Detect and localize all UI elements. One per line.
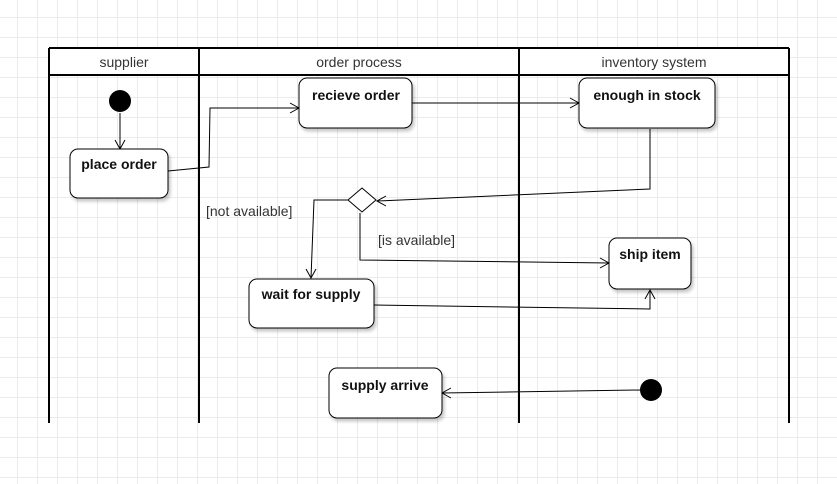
- edge-decision-to-ship-item: [359, 213, 610, 264]
- action-label-enough-in-stock: enough in stock: [593, 87, 701, 103]
- swimlane-pool: supplier order process inventory system: [48, 47, 790, 423]
- guard-label-is-available: [is available]: [378, 232, 455, 248]
- action-enough-in-stock[interactable]: enough in stock: [578, 77, 716, 129]
- action-label-wait-for-supply: wait for supply: [261, 286, 361, 302]
- edge-wait-for-supply-to-ship-item: [373, 290, 651, 310]
- action-label-recieve-order: recieve order: [312, 87, 400, 103]
- edge-enough-in-stock-to-decision: [376, 129, 651, 202]
- action-ship-item[interactable]: ship item: [608, 237, 692, 290]
- arrowhead-to-decision: [375, 195, 387, 207]
- guard-label-not-available: [not available]: [206, 203, 292, 219]
- activity-final-node[interactable]: [640, 379, 662, 401]
- action-wait-for-supply[interactable]: wait for supply: [248, 278, 375, 329]
- edge-decision-to-wait-for-supply: [310, 199, 349, 279]
- arrowhead-to-ship-item-bottom: [644, 288, 656, 300]
- edge-final-node-to-supply-arrive: [441, 389, 641, 394]
- swimlane-title-order-process: order process: [316, 54, 402, 70]
- action-supply-arrive[interactable]: supply arrive: [328, 367, 443, 419]
- action-place-order[interactable]: place order: [69, 148, 169, 199]
- swimlane-title-supplier: supplier: [99, 54, 148, 70]
- arrowhead-to-wait-for-supply: [305, 268, 317, 280]
- action-label-place-order: place order: [81, 156, 157, 172]
- action-label-ship-item: ship item: [619, 246, 680, 262]
- edges: [119, 102, 651, 394]
- action-label-supply-arrive: supply arrive: [341, 377, 428, 393]
- swimlane-title-inventory-system: inventory system: [601, 54, 706, 70]
- arrowheads: [114, 97, 656, 399]
- decision-node[interactable]: [347, 187, 377, 213]
- edge-place-order-to-recieve-order: [167, 107, 299, 172]
- action-recieve-order[interactable]: recieve order: [298, 77, 413, 129]
- initial-node[interactable]: [109, 90, 131, 112]
